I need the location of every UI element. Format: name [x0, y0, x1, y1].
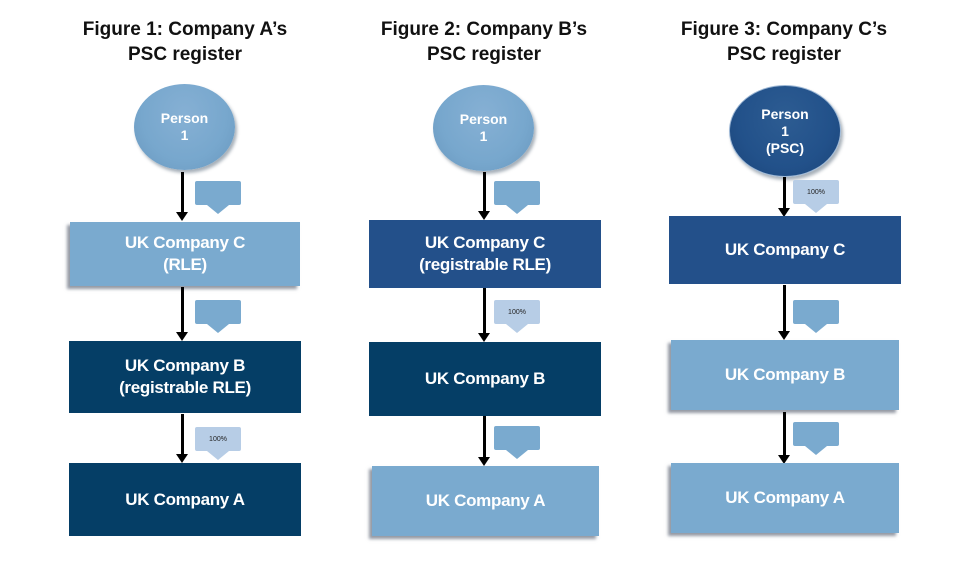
ownership-callout: [195, 300, 241, 324]
ownership-callout: [793, 300, 839, 324]
connector-line: [483, 172, 486, 212]
arrow-down-icon: [478, 457, 490, 466]
arrow-down-icon: [478, 211, 490, 220]
ownership-callout: 100%: [793, 180, 839, 204]
arrow-down-icon: [778, 331, 790, 340]
company-b-box: UK Company B: [671, 340, 899, 410]
ownership-callout: [494, 426, 540, 450]
connector-line: [483, 288, 486, 334]
ownership-callout: 100%: [494, 300, 540, 324]
figure-3-title: Figure 3: Company C’s PSC register: [680, 19, 888, 65]
person-1-node: Person 1: [433, 85, 534, 171]
arrow-down-icon: [176, 454, 188, 463]
arrow-down-icon: [176, 212, 188, 221]
company-c-box: UK Company C: [669, 216, 901, 284]
ownership-callout: [494, 181, 540, 205]
arrow-down-icon: [478, 333, 490, 342]
company-c-box: UK Company C (RLE): [70, 222, 300, 286]
connector-line: [783, 412, 786, 456]
connector-line: [181, 287, 184, 333]
arrow-down-icon: [778, 455, 790, 464]
company-a-box: UK Company A: [69, 463, 301, 536]
connector-line: [181, 172, 184, 214]
connector-line: [483, 416, 486, 458]
arrow-down-icon: [176, 332, 188, 341]
figure-1-title: Figure 1: Company A’s PSC register: [82, 19, 288, 65]
ownership-callout: [793, 422, 839, 446]
figure-2-title: Figure 2: Company B’s PSC register: [380, 19, 588, 65]
connector-line: [181, 414, 184, 455]
connector-line: [783, 285, 786, 332]
person-1-psc-node: Person 1 (PSC): [729, 85, 841, 177]
ownership-callout: 100%: [195, 427, 241, 451]
connector-line: [783, 177, 786, 209]
arrow-down-icon: [778, 208, 790, 217]
ownership-callout: [195, 181, 241, 205]
company-c-box: UK Company C (registrable RLE): [369, 220, 601, 288]
company-b-box: UK Company B: [369, 342, 601, 416]
company-a-box: UK Company A: [372, 466, 599, 536]
person-1-node: Person 1: [134, 84, 235, 170]
company-a-box: UK Company A: [671, 463, 899, 533]
company-b-box: UK Company B (registrable RLE): [69, 341, 301, 413]
